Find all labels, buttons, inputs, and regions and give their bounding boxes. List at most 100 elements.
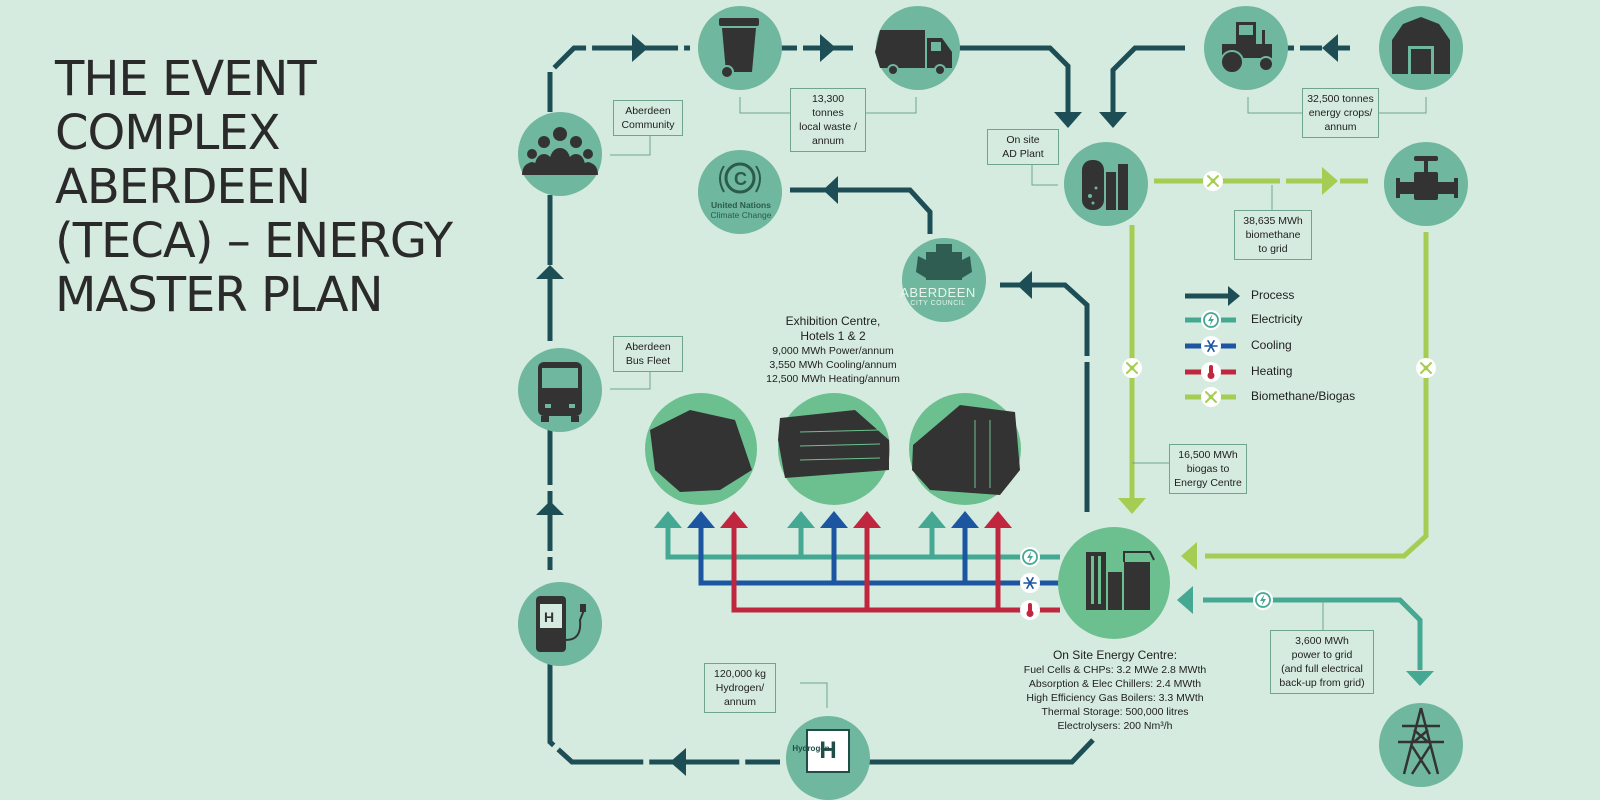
process-arrowheads [536, 34, 1338, 776]
label-line: Bus Fleet [625, 355, 671, 367]
label-line: to grid [1258, 243, 1288, 255]
arrowhead [1406, 671, 1434, 686]
electricity-bolt-icon [1019, 546, 1041, 568]
un-climate-text: United Nations Climate Change [704, 200, 778, 220]
arrowhead [1054, 112, 1082, 128]
hydrogen-label: 120,000 kg Hydrogen/ annum [704, 663, 776, 713]
arrowhead [787, 511, 815, 528]
label-line: 3,600 MWh [1295, 635, 1349, 647]
biogas-flame-icon [1415, 357, 1437, 379]
exhibition-centre-info: Exhibition Centre, Hotels 1 & 2 9,000 MW… [758, 314, 908, 386]
biogas-arrowheads [1118, 167, 1338, 570]
title-line: THE EVENT [55, 51, 317, 107]
label-line: 120,000 kg [714, 668, 766, 680]
hydrogen-fuel-pump-icon: H [536, 596, 586, 652]
energy-centre-line: High Efficiency Gas Boilers: 3.3 MWth [1026, 692, 1204, 704]
local-waste-label: 13,300 tonnes local waste / annum [790, 88, 866, 152]
legend-label: Process [1251, 288, 1295, 302]
title-line: MASTER PLAN [55, 267, 384, 323]
label-line: biomethane [1245, 229, 1301, 241]
garbage-truck-icon [875, 30, 952, 76]
label-line: back-up from grid) [1279, 677, 1365, 689]
electricity-distribution [665, 528, 1060, 560]
distribution-arrowheads [654, 511, 1012, 528]
council-name: ABERDEEN [900, 285, 976, 300]
arrowhead [1118, 498, 1146, 514]
exhibition-heading: Hotels 1 & 2 [800, 329, 866, 343]
building-icon [650, 405, 1020, 495]
energy-crops-label: 32,500 tonnes energy crops/ annum [1302, 88, 1379, 138]
label-line: annum [811, 135, 845, 147]
energy-centre-line: Electrolysers: 200 Nm³/h [1057, 720, 1173, 732]
arrowhead [670, 748, 686, 776]
label-line: Community [621, 119, 675, 131]
energy-centre-heading: On Site Energy Centre: [1052, 648, 1178, 662]
label-line: power to grid [1291, 649, 1353, 661]
arrowhead [823, 176, 838, 204]
legend-label: Biomethane/Biogas [1251, 389, 1356, 403]
hydrogen-symbol: H [819, 737, 836, 764]
electricity-bolt-icon [1252, 589, 1274, 611]
label-line: local waste / [799, 121, 857, 133]
arrowhead [687, 511, 715, 528]
heating-distribution [731, 528, 1060, 613]
arrowhead [853, 511, 881, 528]
energy-centre-icon [1086, 551, 1155, 610]
power-grid-node [1379, 703, 1463, 787]
label-line: annum [1324, 121, 1357, 133]
label-line: On site [1006, 134, 1040, 146]
wheelie-bin-icon [719, 18, 759, 79]
process-flow-lines [547, 45, 1355, 765]
label-line: Aberdeen [625, 341, 671, 353]
arrowhead [984, 511, 1012, 528]
un-subtitle: Climate Change [710, 210, 772, 220]
bus-icon [538, 362, 582, 422]
label-line: 32,500 tonnes [1307, 93, 1374, 105]
arrowhead [1322, 167, 1338, 195]
label-line: biogas to [1186, 463, 1230, 475]
page-title: THE EVENT COMPLEX ABERDEEN (TECA) – ENER… [55, 52, 495, 322]
power-pylon-icon [1398, 707, 1444, 775]
label-line: Hydrogen/ [715, 682, 765, 694]
building-windows [799, 420, 991, 488]
label-line: (and full electrical [1281, 663, 1363, 675]
label-line: Energy Centre [1174, 477, 1242, 489]
svg-text:C: C [734, 169, 747, 189]
arrowhead [1181, 542, 1197, 570]
energy-centre-line: Thermal Storage: 500,000 litres [1041, 706, 1189, 718]
arrowhead [1177, 586, 1193, 614]
arrowhead [536, 501, 564, 515]
exhibition-line: 9,000 MWh Power/annum [772, 345, 894, 357]
legend-label: Cooling [1251, 338, 1292, 352]
arrowhead [1017, 271, 1032, 299]
cooling-snowflake-icon [1019, 572, 1041, 594]
biogas-label: 16,500 MWh biogas to Energy Centre [1169, 444, 1247, 494]
un-climate-logo: C [719, 162, 761, 194]
council-subtitle: CITY COUNCIL [910, 300, 966, 307]
exhibition-line: 3,550 MWh Cooling/annum [769, 359, 897, 371]
energy-centre-line: Fuel Cells & CHPs: 3.2 MWe 2.8 MWth [1023, 664, 1207, 676]
heating-thermometer-icon [1020, 600, 1040, 620]
arrowhead [951, 511, 979, 528]
label-line: 13,300 tonnes [811, 93, 845, 119]
label-line: energy crops/ [1308, 107, 1373, 119]
label-line: Aberdeen [625, 105, 671, 117]
label-line: 16,500 MWh [1178, 449, 1238, 461]
biomethane-label: 38,635 MWh biomethane to grid [1234, 210, 1312, 260]
community-label: Aberdeen Community [613, 100, 683, 136]
arrowhead [720, 511, 748, 528]
exhibition-line: 12,500 MWh Heating/annum [766, 373, 900, 385]
title-line: COMPLEX [55, 105, 281, 161]
power-grid-label: 3,600 MWh power to grid (and full electr… [1270, 630, 1374, 694]
arrowhead [1099, 112, 1127, 128]
ad-plant-label: On site AD Plant [987, 129, 1059, 165]
tractor-icon [1220, 22, 1274, 74]
title-line: ABERDEEN [55, 159, 311, 215]
un-name: United Nations [711, 200, 771, 210]
arrowhead [536, 265, 564, 279]
cooling-distribution [698, 528, 1060, 586]
ad-plant-icon [1082, 160, 1128, 210]
legend-swatches [1185, 286, 1240, 408]
exhibition-heading: Exhibition Centre, [785, 314, 881, 328]
